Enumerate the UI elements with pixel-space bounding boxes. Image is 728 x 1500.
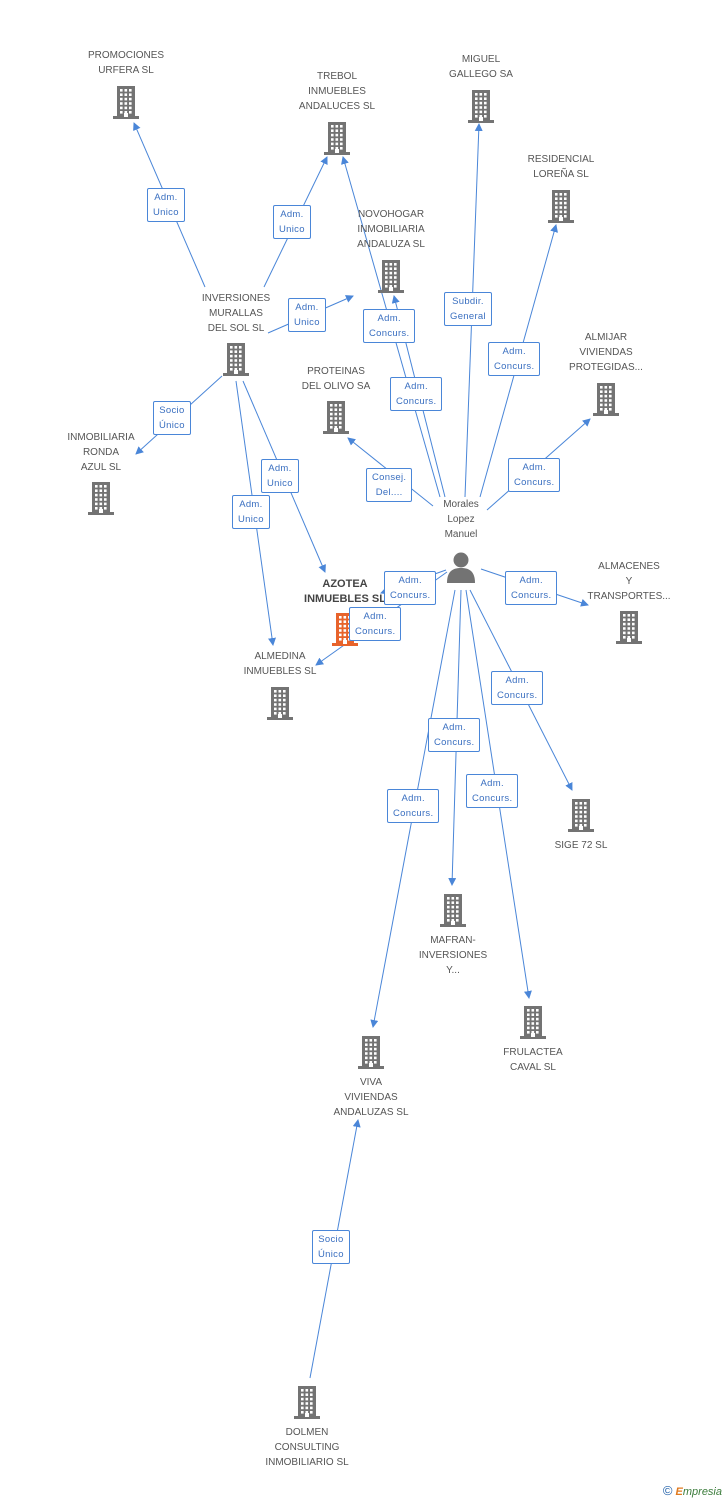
building-icon[interactable] [466, 89, 496, 123]
building-icon[interactable] [321, 400, 351, 434]
building-icon[interactable] [546, 189, 576, 223]
node-label-ronda[interactable]: INMOBILIARIA RONDA AZUL SL [67, 432, 135, 473]
building-icon[interactable] [376, 259, 406, 293]
edge-label-adm-concurs[interactable]: Adm. Concurs. [387, 789, 440, 823]
edge-label-adm-unico[interactable]: Adm. Unico [273, 205, 311, 239]
footer-brand[interactable]: © Empresia [663, 1483, 722, 1498]
edge-label-adm-concurs[interactable]: Adm. Concurs. [505, 571, 558, 605]
copyright-icon: © [662, 1483, 673, 1498]
node-label-miguel[interactable]: MIGUEL GALLEGO SA [449, 54, 513, 80]
building-icon[interactable] [86, 481, 116, 515]
edge-label-adm-concurs[interactable]: Adm. Concurs. [349, 607, 402, 641]
edge-label-subdir-general[interactable]: Subdir. General [444, 292, 492, 326]
building-icon[interactable] [322, 121, 352, 155]
node-label-almedina[interactable]: ALMEDINA INMUEBLES SL [243, 651, 317, 677]
node-label-sige[interactable]: SIGE 72 SL [554, 840, 608, 851]
edge-label-adm-concurs[interactable]: Adm. Concurs. [428, 718, 481, 752]
edge-label-socio-nico[interactable]: Socio Único [312, 1230, 350, 1264]
node-label-almijar[interactable]: ALMIJAR VIVIENDAS PROTEGIDAS... [569, 332, 643, 373]
node-label-residencial[interactable]: RESIDENCIAL LOREÑA SL [527, 154, 595, 180]
building-icon[interactable] [614, 610, 644, 644]
edge-label-adm-concurs[interactable]: Adm. Concurs. [466, 774, 519, 808]
edge-label-adm-unico[interactable]: Adm. Unico [288, 298, 326, 332]
node-label-morales[interactable]: Morales Lopez Manuel [443, 499, 479, 540]
edge-label-adm-concurs[interactable]: Adm. Concurs. [384, 571, 437, 605]
edge-label-consej-del[interactable]: Consej. Del.... [366, 468, 413, 502]
node-label-novohogar[interactable]: NOVOHOGAR INMOBILIARIA ANDALUZA SL [357, 209, 425, 250]
building-icon[interactable] [566, 798, 596, 832]
node-label-inversiones[interactable]: INVERSIONES MURALLAS DEL SOL SL [201, 293, 271, 334]
building-icon[interactable] [265, 686, 295, 720]
node-label-promociones[interactable]: PROMOCIONES URFERA SL [87, 50, 165, 76]
brand-name: mpresia [682, 1486, 722, 1498]
edge-label-adm-concurs[interactable]: Adm. Concurs. [488, 342, 541, 376]
node-label-almacenes[interactable]: ALMACENES Y TRANSPORTES... [587, 561, 671, 602]
building-icon[interactable] [292, 1385, 322, 1419]
node-label-mafran[interactable]: MAFRAN- INVERSIONES Y... [418, 935, 488, 976]
edge-label-socio-nico[interactable]: Socio Único [153, 401, 191, 435]
node-label-proteinas[interactable]: PROTEINAS DEL OLIVO SA [301, 366, 371, 392]
edge-label-adm-concurs[interactable]: Adm. Concurs. [363, 309, 416, 343]
edge-label-adm-concurs[interactable]: Adm. Concurs. [390, 377, 443, 411]
building-icon[interactable] [221, 342, 251, 376]
edge-label-adm-unico[interactable]: Adm. Unico [147, 188, 185, 222]
node-label-dolmen[interactable]: DOLMEN CONSULTING INMOBILIARIO SL [265, 1427, 349, 1468]
edge-label-adm-unico[interactable]: Adm. Unico [261, 459, 299, 493]
building-icon[interactable] [438, 893, 468, 927]
node-label-frulactea[interactable]: FRULACTEA CAVAL SL [503, 1047, 563, 1073]
person-icon[interactable] [446, 551, 476, 583]
node-label-trebol[interactable]: TREBOL INMUEBLES ANDALUCES SL [298, 71, 376, 112]
node-label-viva[interactable]: VIVA VIVIENDAS ANDALUZAS SL [333, 1077, 409, 1118]
building-icon[interactable] [518, 1005, 548, 1039]
edge-label-adm-concurs[interactable]: Adm. Concurs. [491, 671, 544, 705]
building-icon[interactable] [591, 382, 621, 416]
edge-label-adm-unico[interactable]: Adm. Unico [232, 495, 270, 529]
node-label-azotea[interactable]: AZOTEA INMUEBLES SL [304, 578, 386, 605]
building-icon[interactable] [111, 85, 141, 119]
building-icon[interactable] [356, 1035, 386, 1069]
brand-initial: E [675, 1486, 683, 1498]
edge-label-adm-concurs[interactable]: Adm. Concurs. [508, 458, 561, 492]
